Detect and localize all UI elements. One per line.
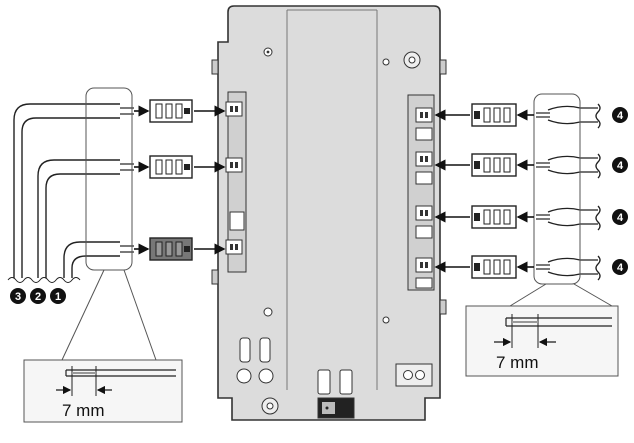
marker-1: 1 xyxy=(50,288,66,304)
marker-4: 4 xyxy=(612,107,628,123)
marker-4-label: 4 xyxy=(617,160,624,172)
terminal-socket xyxy=(415,257,433,273)
marker-4-label: 4 xyxy=(617,212,624,224)
terminal-socket xyxy=(415,107,433,123)
connector-plug-icon xyxy=(471,103,517,127)
marker-4: 4 xyxy=(612,157,628,173)
right-arrows xyxy=(434,109,534,273)
left-wire-highlight-box xyxy=(85,87,133,271)
left-terminal-panel xyxy=(225,91,247,273)
mounting-screw-icon xyxy=(382,316,390,324)
power-switch-icon xyxy=(317,397,355,419)
connector-plug-icon xyxy=(149,237,193,261)
marker-4: 4 xyxy=(612,259,628,275)
mounting-screw-icon xyxy=(263,47,273,57)
marker-3: 3 xyxy=(10,288,26,304)
right-wire-highlight-box xyxy=(533,93,581,285)
mounting-screw-icon xyxy=(403,51,421,69)
terminal-socket xyxy=(225,157,243,173)
marker-2: 2 xyxy=(30,288,46,304)
terminal-socket xyxy=(225,101,243,117)
marker-4: 4 xyxy=(612,209,628,225)
connector-plug-icon xyxy=(471,205,517,229)
marker-1-label: 1 xyxy=(55,291,61,303)
marker-2-label: 2 xyxy=(35,291,41,303)
marker-3-label: 3 xyxy=(15,291,21,303)
terminal-socket xyxy=(415,151,433,167)
strip-length-callout-right: 7 mm xyxy=(465,305,619,377)
strip-length-callout-left: 7 mm xyxy=(23,359,183,423)
mounting-screw-icon xyxy=(263,307,273,317)
left-arrows xyxy=(134,105,226,255)
connector-plug-icon xyxy=(471,153,517,177)
strip-length-right: 7 mm xyxy=(496,353,539,372)
main-unit-housing xyxy=(211,5,447,421)
right-terminal-panel xyxy=(407,94,435,291)
mounting-screw-icon xyxy=(261,397,279,415)
mounting-screw-icon xyxy=(382,58,390,66)
strip-length-left: 7 mm xyxy=(62,401,105,420)
terminal-socket xyxy=(225,239,243,255)
right-cables xyxy=(547,103,601,281)
terminal-socket xyxy=(415,205,433,221)
marker-4-label: 4 xyxy=(617,262,624,274)
connector-plug-icon xyxy=(149,155,193,179)
stripped-wire-tips-right xyxy=(536,112,550,270)
connector-plug-icon xyxy=(149,99,193,123)
connector-plug-icon xyxy=(471,255,517,279)
left-cables xyxy=(7,103,120,283)
marker-4-label: 4 xyxy=(617,110,624,122)
